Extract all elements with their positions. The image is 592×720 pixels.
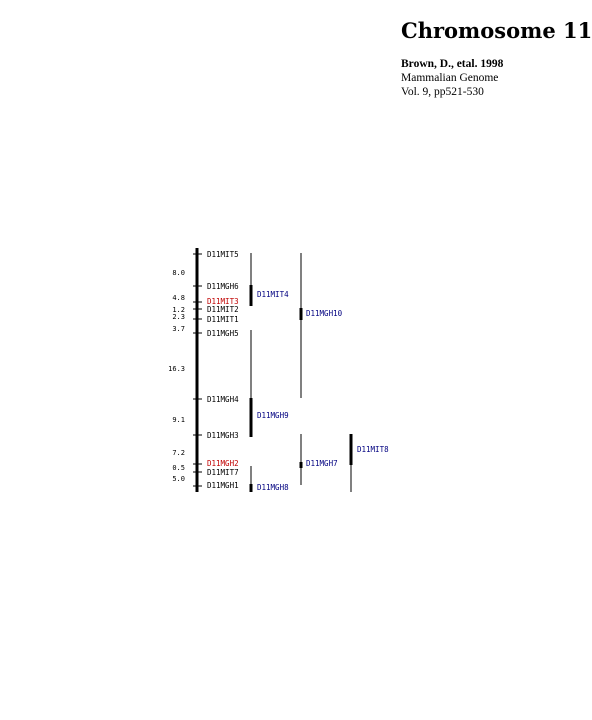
interval-distance: 7.2 — [172, 449, 185, 457]
group-label: D11MGH9 — [257, 411, 289, 420]
citation-volume: Vol. 9, pp521-530 — [401, 86, 484, 98]
interval-distance: 5.0 — [172, 475, 185, 483]
citation: Brown, D., etal. 1998 Mammalian Genome V… — [401, 57, 503, 99]
marker-label: D11MGH4 — [207, 395, 239, 404]
marker-label: D11MGH6 — [207, 282, 239, 291]
group-label: D11MIT4 — [257, 290, 289, 299]
group-label: D11MGH8 — [257, 483, 289, 492]
interval-distance: 8.0 — [172, 269, 185, 277]
group-label: D11MGH10 — [306, 309, 343, 318]
citation-journal: Mammalian Genome — [401, 72, 499, 84]
chromosome-map: D11MIT5D11MGH6D11MIT3D11MIT2D11MIT1D11MG… — [168, 248, 389, 492]
group-label: D11MIT8 — [357, 445, 389, 454]
marker-label: D11MIT5 — [207, 250, 239, 259]
interval-distance: 0.5 — [172, 464, 185, 472]
marker-label: D11MIT3 — [207, 297, 239, 306]
group-label: D11MGH7 — [306, 459, 338, 468]
interval-distance: 2.3 — [172, 313, 185, 321]
marker-label: D11MIT7 — [207, 468, 239, 477]
interval-distance: 16.3 — [168, 365, 185, 373]
marker-label: D11MIT1 — [207, 315, 239, 324]
marker-label: D11MGH1 — [207, 481, 239, 490]
page-title: Chromosome 11 — [401, 18, 592, 43]
marker-label: D11MIT2 — [207, 305, 239, 314]
interval-distance: 1.2 — [172, 306, 185, 314]
marker-label: D11MGH5 — [207, 329, 239, 338]
marker-label: D11MGH3 — [207, 431, 239, 440]
interval-distance: 9.1 — [172, 416, 185, 424]
interval-distance: 3.7 — [172, 325, 185, 333]
marker-label: D11MGH2 — [207, 459, 239, 468]
citation-authors: Brown, D., etal. 1998 — [401, 58, 504, 70]
interval-distance: 4.8 — [172, 294, 185, 302]
